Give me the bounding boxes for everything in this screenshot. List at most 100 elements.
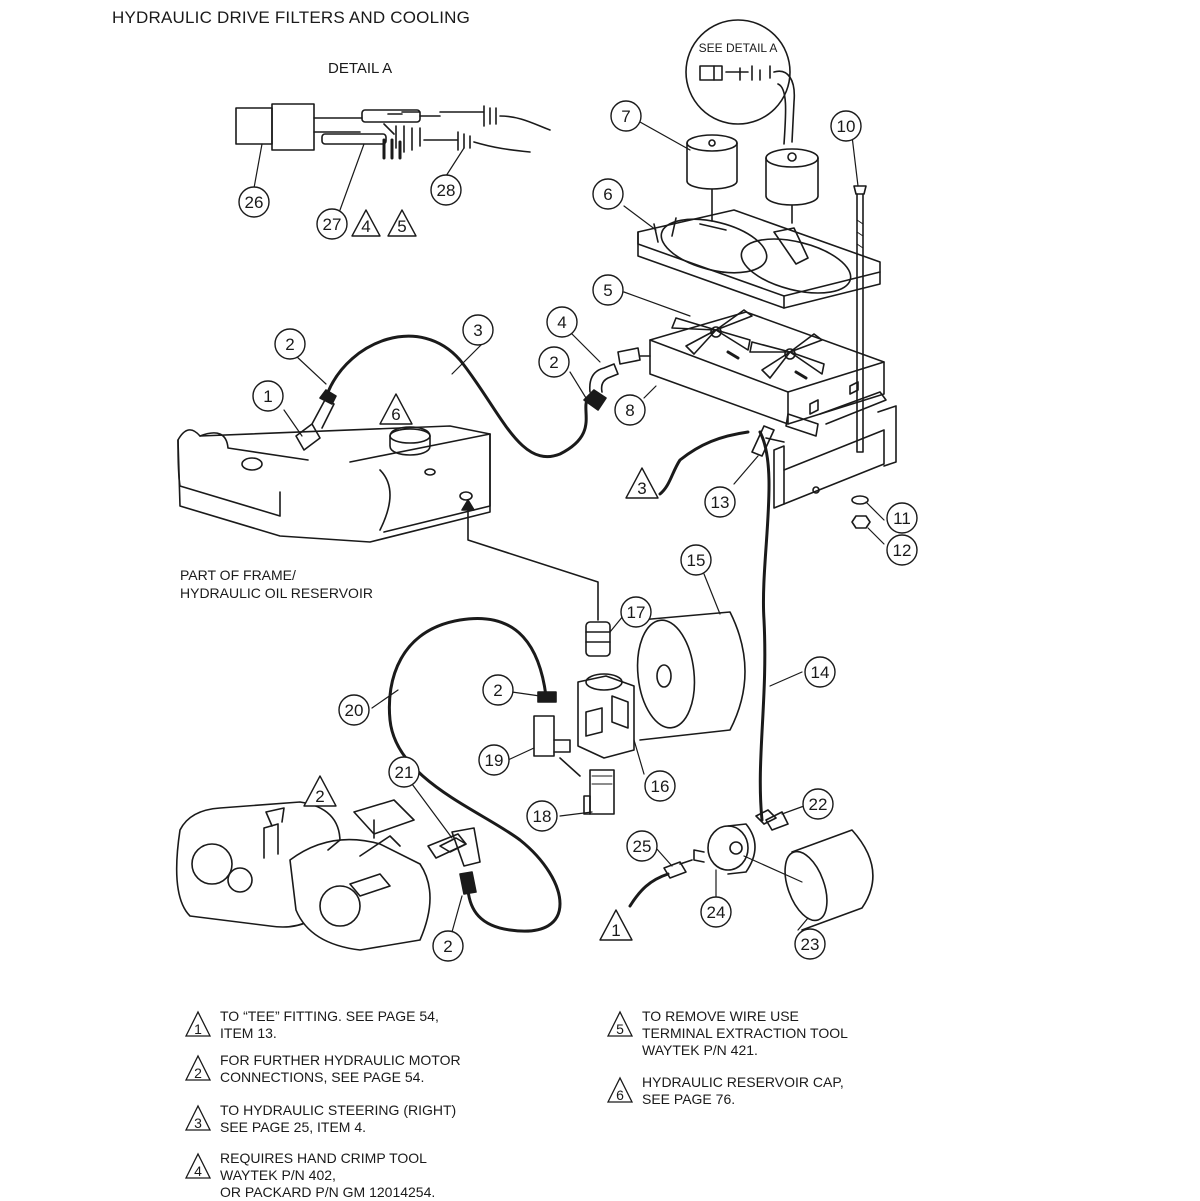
- callout-12-label: 12: [893, 541, 912, 560]
- callout-15-label: 15: [687, 551, 706, 570]
- note-3-line-2: SEE PAGE 25, ITEM 4.: [220, 1119, 367, 1135]
- callout-18-label: 18: [533, 807, 552, 826]
- motor-7: [686, 134, 738, 222]
- filter-head-24: [693, 823, 756, 875]
- callout-2-pump: 2: [432, 930, 464, 962]
- callout-8: 8: [614, 394, 646, 426]
- flag-1-tee-label: 1: [611, 921, 620, 940]
- flag-2-pump: 2: [303, 775, 337, 807]
- note-5-line-2: TERMINAL EXTRACTION TOOL: [642, 1025, 848, 1041]
- motor-wired: [765, 148, 819, 224]
- fitting-22: [755, 809, 789, 831]
- callout-10-label: 10: [837, 117, 856, 136]
- callout-3: 3: [462, 314, 494, 346]
- see-detail-a-label: SEE DETAIL A: [699, 41, 778, 55]
- callout-23-label: 23: [801, 935, 820, 954]
- callout-1-label: 1: [263, 387, 272, 406]
- callout-2-filter: 2: [482, 674, 514, 706]
- hose-3: [326, 334, 590, 458]
- detail-a-connector: [235, 103, 551, 160]
- hose-14: [758, 430, 771, 822]
- callout-4: 4: [546, 306, 578, 338]
- callout-7: 7: [610, 100, 642, 132]
- note-1-flag-label: 1: [194, 1021, 202, 1037]
- callout-2-filter-label: 2: [493, 681, 502, 700]
- callout-27-label: 27: [323, 215, 342, 234]
- callout-11: 11: [886, 502, 918, 534]
- callout-11-label: 11: [893, 509, 911, 528]
- leader-lines: [253, 121, 885, 933]
- note-4-flag: 4: [184, 1152, 212, 1179]
- callout-28: 28: [430, 174, 462, 206]
- filter-head-16: [577, 673, 635, 759]
- callout-5-label: 5: [603, 281, 612, 300]
- callout-22-label: 22: [809, 795, 828, 814]
- flag-5-detail: 5: [387, 209, 417, 237]
- fitting-19: [533, 691, 581, 777]
- note-1-line-1: TO “TEE” FITTING. SEE PAGE 54,: [220, 1008, 439, 1024]
- callout-17-label: 17: [627, 603, 646, 622]
- hose-20: [387, 617, 562, 933]
- callout-26: 26: [238, 186, 270, 218]
- callout-1: 1: [252, 380, 284, 412]
- hoses: [326, 334, 771, 933]
- note-6-flag-label: 6: [616, 1087, 624, 1103]
- note-3-flag-label: 3: [194, 1115, 202, 1131]
- callout-21: 21: [388, 756, 420, 788]
- callout-13: 13: [704, 486, 736, 518]
- fan-shroud-6: [637, 209, 881, 309]
- note-2-flag-label: 2: [194, 1065, 202, 1081]
- note-4-line-1: REQUIRES HAND CRIMP TOOL: [220, 1150, 427, 1166]
- callout-3-label: 3: [473, 321, 482, 340]
- note-6-line-1: HYDRAULIC RESERVOIR CAP,: [642, 1074, 844, 1090]
- note-5-flag-label: 5: [616, 1021, 624, 1037]
- flag-2-pump-label: 2: [315, 787, 324, 806]
- callout-13-label: 13: [711, 493, 730, 512]
- note-1-line-2: ITEM 13.: [220, 1025, 277, 1041]
- fitting-1-2: [295, 389, 337, 451]
- flag-4-detail: 4: [351, 209, 381, 237]
- note-1-flag: 1: [184, 1010, 212, 1037]
- flag-1-tee: 1: [599, 909, 633, 941]
- see-detail-a-circle: [685, 19, 796, 145]
- callout-4-label: 4: [557, 313, 566, 332]
- note-5-flag: 5: [606, 1010, 634, 1037]
- note-6-line-2: SEE PAGE 76.: [642, 1091, 736, 1107]
- callout-28-label: 28: [437, 181, 456, 200]
- callout-18: 18: [526, 800, 558, 832]
- flag-6-reservoir-label: 6: [391, 405, 400, 424]
- callout-10: 10: [830, 110, 862, 142]
- flag-3-steering-label: 3: [637, 479, 646, 498]
- callout-2-cooler: 2: [538, 346, 570, 378]
- mounting-bracket: [773, 405, 897, 509]
- fitting-4-2: [583, 363, 619, 411]
- callout-20: 20: [338, 694, 370, 726]
- hydraulic-pump-motor: [175, 799, 467, 951]
- callout-5: 5: [592, 274, 624, 306]
- filter-leader: [743, 855, 803, 883]
- callout-6-label: 6: [603, 185, 612, 204]
- note-2-flag: 2: [184, 1054, 212, 1081]
- callout-21-label: 21: [395, 763, 414, 782]
- note-2-line-1: FOR FURTHER HYDRAULIC MOTOR: [220, 1052, 461, 1068]
- washer-nut-11-12: [851, 495, 871, 529]
- note-4-line-3: OR PACKARD P/N GM 12014254.: [220, 1184, 436, 1200]
- note-5-line-3: WAYTEK P/N 421.: [642, 1042, 758, 1058]
- frame-label-line-2: HYDRAULIC OIL RESERVOIR: [180, 585, 373, 601]
- callout-19-label: 19: [485, 751, 504, 770]
- callout-14-label: 14: [811, 663, 830, 682]
- note-5-line-1: TO REMOVE WIRE USE: [642, 1008, 799, 1024]
- hydraulic-oil-reservoir: [177, 425, 491, 543]
- return-arrow-head: [461, 499, 475, 511]
- callout-2-reservoir-label: 2: [285, 335, 294, 354]
- flag-5-detail-label: 5: [397, 217, 406, 236]
- fan-blades-5: [671, 309, 825, 380]
- callout-20-label: 20: [345, 701, 364, 720]
- callout-17: 17: [620, 596, 652, 628]
- fitting-18: [583, 769, 615, 815]
- callout-22: 22: [802, 788, 834, 820]
- callout-12: 12: [886, 534, 918, 566]
- flag-3-steering: 3: [625, 467, 659, 499]
- frame-label-line-1: PART OF FRAME/: [180, 567, 296, 583]
- callout-14: 14: [804, 656, 836, 688]
